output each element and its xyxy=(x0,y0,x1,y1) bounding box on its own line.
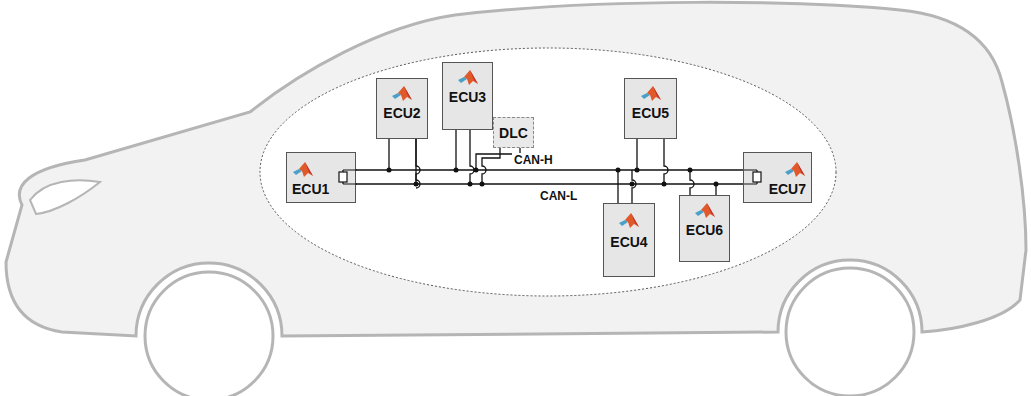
connector-box: DLC xyxy=(493,117,534,148)
rear-wheel xyxy=(786,268,914,396)
ecu-box: ECU4 xyxy=(603,203,655,277)
matlab-logo xyxy=(640,85,662,103)
headlight xyxy=(30,180,100,214)
ecu-box: ECU6 xyxy=(679,195,730,262)
matlab-logo xyxy=(784,161,806,179)
network-boundary xyxy=(260,48,836,296)
matlab-logo xyxy=(457,69,479,87)
bus-label: CAN-H xyxy=(512,153,555,167)
node-label: ECU5 xyxy=(632,105,669,121)
matlab-logo xyxy=(391,85,413,103)
node-label: ECU2 xyxy=(383,105,420,121)
matlab-logo xyxy=(618,212,640,230)
node-label: ECU4 xyxy=(610,234,647,250)
node-label: ECU6 xyxy=(686,222,723,238)
matlab-logo xyxy=(694,202,716,220)
node-label: ECU3 xyxy=(449,89,486,105)
ecu-box: ECU7 xyxy=(743,152,812,203)
can-bus-wires xyxy=(346,130,754,203)
bus-label: CAN-L xyxy=(538,189,579,203)
node-label: ECU1 xyxy=(292,181,329,197)
node-label: ECU7 xyxy=(769,181,806,197)
ecu-box: ECU3 xyxy=(442,62,493,130)
ecu-box: ECU2 xyxy=(376,78,428,139)
ecu-box: ECU1 xyxy=(286,152,356,203)
front-wheel xyxy=(145,272,273,396)
junction-dots xyxy=(387,168,719,187)
node-label: DLC xyxy=(499,125,528,141)
ecu-box: ECU5 xyxy=(624,78,677,139)
matlab-logo xyxy=(292,161,314,179)
